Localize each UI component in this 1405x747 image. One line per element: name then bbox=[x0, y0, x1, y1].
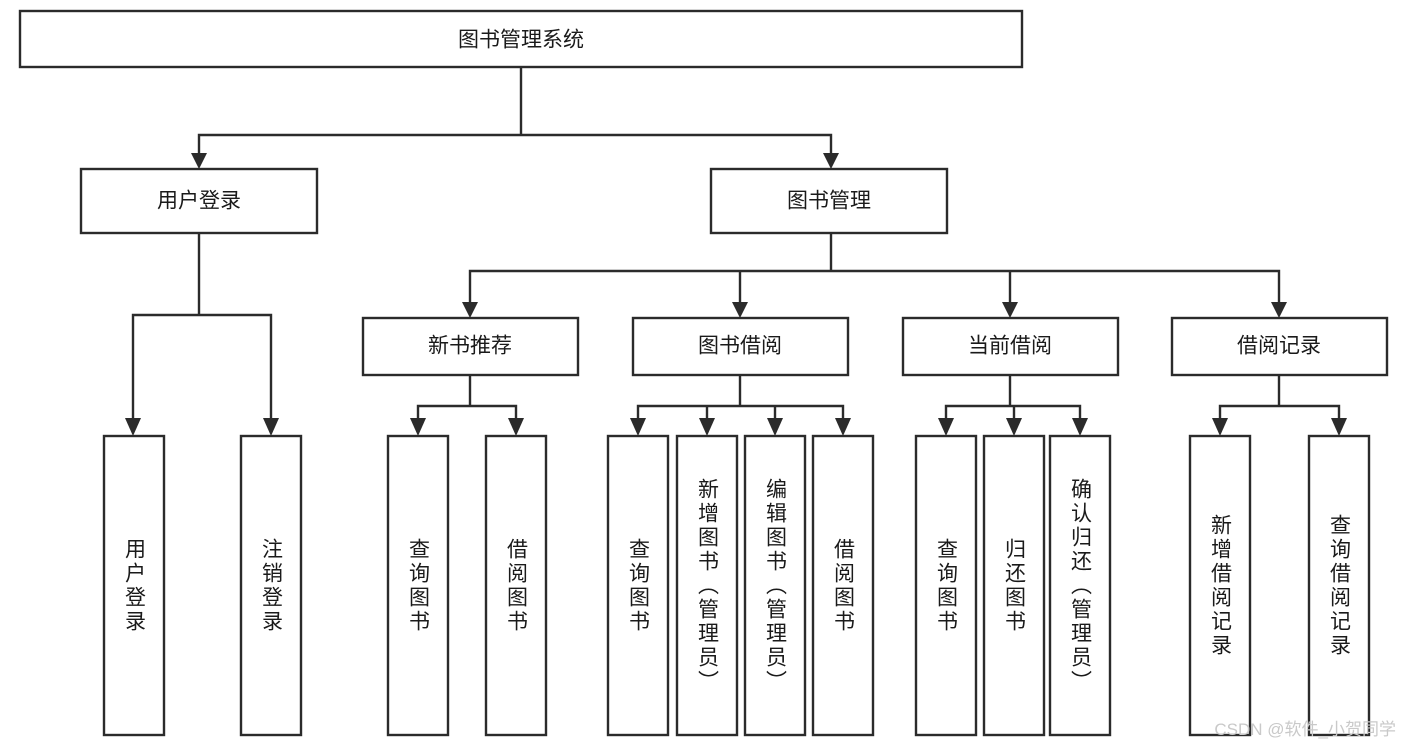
leaf-br-query-box[interactable] bbox=[1307, 434, 1371, 737]
node-leaf-bb-borrow[interactable]: 借阅图书 bbox=[811, 434, 875, 737]
node-leaf-logout[interactable]: 注销登录 bbox=[239, 434, 303, 737]
node-leaf-bb-edit[interactable]: 编辑图书（管理员） bbox=[743, 434, 807, 737]
arrowhead-leaf-user-login bbox=[125, 418, 141, 436]
borrow-record-box[interactable] bbox=[1170, 316, 1389, 377]
node-leaf-bb-query[interactable]: 查询图书 bbox=[606, 434, 670, 737]
user-login-box[interactable] bbox=[79, 167, 319, 235]
leaf-logout-label: 注销登录 bbox=[260, 538, 284, 634]
book-manage-box[interactable] bbox=[709, 167, 949, 235]
borrow-record-label: 借阅记录 bbox=[1237, 335, 1321, 358]
node-leaf-nb-borrow[interactable]: 借阅图书 bbox=[484, 434, 548, 737]
leaf-bb-borrow-box[interactable] bbox=[811, 434, 875, 737]
csdn-watermark: CSDN @软件_小贺同学 bbox=[1214, 720, 1396, 739]
node-leaf-bb-add[interactable]: 新增图书（管理员） bbox=[675, 434, 739, 737]
leaf-bb-edit-box[interactable] bbox=[743, 434, 807, 737]
arrowhead-leaf-nb-borrow bbox=[508, 418, 524, 436]
node-leaf-cb-confirm[interactable]: 确认归还（管理员） bbox=[1048, 434, 1112, 737]
arrowhead-leaf-nb-query bbox=[410, 418, 426, 436]
node-book-borrow[interactable]: 图书借阅 bbox=[631, 316, 850, 377]
leaf-bb-add-label: 新增图书（管理员） bbox=[696, 478, 720, 694]
book-manage-label: 图书管理 bbox=[787, 190, 871, 213]
leaf-user-login-label: 用户登录 bbox=[123, 538, 147, 634]
connector-layer bbox=[125, 65, 1347, 436]
leaf-user-login-box[interactable] bbox=[102, 434, 166, 737]
leaf-bb-add-box[interactable] bbox=[675, 434, 739, 737]
leaf-cb-confirm-label: 确认归还（管理员） bbox=[1069, 478, 1093, 694]
new-book-rec-label: 新书推荐 bbox=[428, 335, 512, 358]
connector-current-borrow-to-leaves bbox=[944, 373, 1082, 424]
arrowhead-book-manage bbox=[823, 153, 839, 169]
leaf-cb-query-label: 查询图书 bbox=[935, 538, 959, 634]
node-new-book-rec[interactable]: 新书推荐 bbox=[361, 316, 580, 377]
leaf-cb-query-box[interactable] bbox=[914, 434, 978, 737]
connector-book-manage-to-level3 bbox=[468, 231, 1281, 306]
current-borrow-label: 当前借阅 bbox=[968, 335, 1052, 358]
book-borrow-box[interactable] bbox=[631, 316, 850, 377]
leaf-br-add-box[interactable] bbox=[1188, 434, 1252, 737]
current-borrow-box[interactable] bbox=[901, 316, 1120, 377]
user-login-label: 用户登录 bbox=[157, 190, 241, 213]
leaf-cb-return-label: 归还图书 bbox=[1003, 538, 1027, 634]
arrowhead-leaf-br-query bbox=[1331, 418, 1347, 436]
arrowhead-user-login bbox=[191, 153, 207, 169]
leaf-bb-query-box[interactable] bbox=[606, 434, 670, 737]
node-book-manage[interactable]: 图书管理 bbox=[709, 167, 949, 235]
arrowhead-leaf-bb-query bbox=[630, 418, 646, 436]
leaf-nb-query-label: 查询图书 bbox=[407, 538, 431, 634]
node-leaf-cb-query[interactable]: 查询图书 bbox=[914, 434, 978, 737]
arrowhead-leaf-bb-borrow bbox=[835, 418, 851, 436]
leaf-nb-borrow-box[interactable] bbox=[484, 434, 548, 737]
arrowhead-new-book-rec bbox=[462, 302, 478, 318]
leaf-cb-return-box[interactable] bbox=[982, 434, 1046, 737]
new-book-rec-box[interactable] bbox=[361, 316, 580, 377]
arrowhead-leaf-bb-edit bbox=[767, 418, 783, 436]
arrowhead-borrow-record bbox=[1271, 302, 1287, 318]
connector-root-to-level2 bbox=[197, 65, 833, 157]
connector-user-login-to-leaves bbox=[131, 231, 273, 424]
connector-book-borrow-to-leaves bbox=[636, 373, 845, 424]
node-current-borrow[interactable]: 当前借阅 bbox=[901, 316, 1120, 377]
connector-borrow-record-to-leaves bbox=[1218, 373, 1341, 424]
node-borrow-record[interactable]: 借阅记录 bbox=[1170, 316, 1389, 377]
arrowhead-current-borrow bbox=[1002, 302, 1018, 318]
root-label: 图书管理系统 bbox=[458, 29, 584, 52]
node-leaf-br-add[interactable]: 新增借阅记录 bbox=[1188, 434, 1252, 737]
root-box[interactable] bbox=[18, 9, 1024, 69]
leaf-logout-box[interactable] bbox=[239, 434, 303, 737]
node-leaf-br-query[interactable]: 查询借阅记录 bbox=[1307, 434, 1371, 737]
node-leaf-cb-return[interactable]: 归还图书 bbox=[982, 434, 1046, 737]
node-root[interactable]: 图书管理系统 bbox=[18, 9, 1024, 69]
leaf-bb-query-label: 查询图书 bbox=[627, 538, 651, 634]
arrowhead-leaf-bb-add bbox=[699, 418, 715, 436]
leaf-nb-query-box[interactable] bbox=[386, 434, 450, 737]
leaf-cb-confirm-box[interactable] bbox=[1048, 434, 1112, 737]
node-leaf-user-login[interactable]: 用户登录 bbox=[102, 434, 166, 737]
node-user-login[interactable]: 用户登录 bbox=[79, 167, 319, 235]
leaf-br-query-label: 查询借阅记录 bbox=[1328, 514, 1352, 658]
leaf-br-add-label: 新增借阅记录 bbox=[1209, 514, 1233, 658]
connector-new-book-rec-to-leaves bbox=[416, 373, 518, 424]
leaf-bb-borrow-label: 借阅图书 bbox=[832, 538, 856, 634]
arrowhead-book-borrow bbox=[732, 302, 748, 318]
book-borrow-label: 图书借阅 bbox=[698, 335, 782, 358]
node-leaf-nb-query[interactable]: 查询图书 bbox=[386, 434, 450, 737]
arrowhead-leaf-cb-query bbox=[938, 418, 954, 436]
arrowhead-leaf-logout bbox=[263, 418, 279, 436]
arrowhead-leaf-cb-confirm bbox=[1072, 418, 1088, 436]
leaf-bb-edit-label: 编辑图书（管理员） bbox=[764, 478, 788, 694]
arrowhead-leaf-cb-return bbox=[1006, 418, 1022, 436]
leaf-nb-borrow-label: 借阅图书 bbox=[505, 538, 529, 634]
arrowhead-leaf-br-add bbox=[1212, 418, 1228, 436]
